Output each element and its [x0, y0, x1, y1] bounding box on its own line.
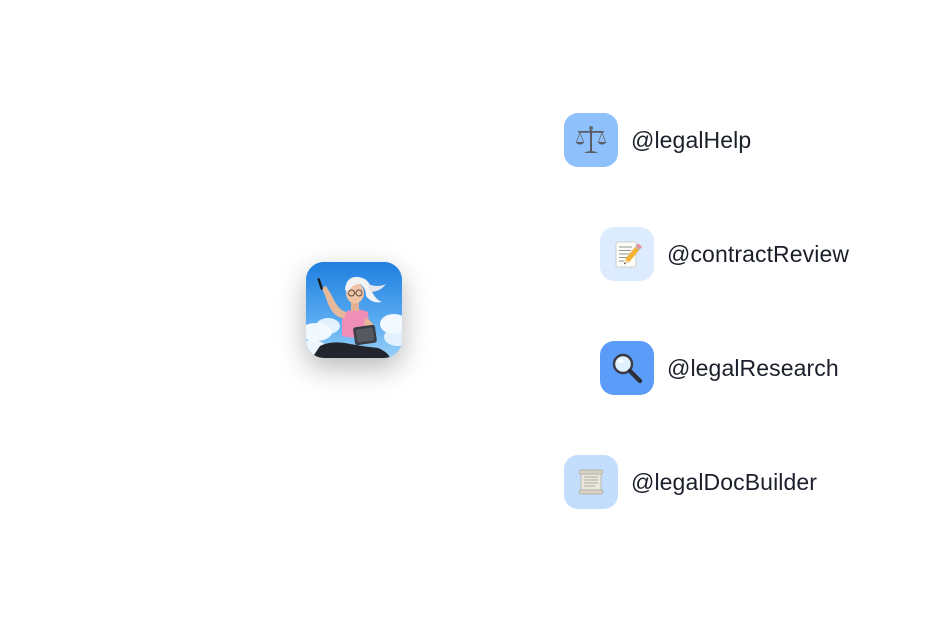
agent-legal-help[interactable]: @legalHelp	[564, 113, 751, 167]
user-avatar	[306, 262, 402, 358]
scales-icon	[575, 126, 607, 153]
agent-legal-help-icon-tile	[564, 113, 618, 167]
scroll-icon	[578, 469, 604, 495]
agent-contract-review-handle: @contractReview	[667, 240, 850, 267]
agent-legal-doc-builder[interactable]: @legalDocBuilder	[564, 455, 817, 509]
agent-legal-doc-builder-handle: @legalDocBuilder	[631, 468, 818, 495]
agent-contract-review-icon-tile	[600, 227, 654, 281]
agent-legal-research-handle: @legalResearch	[667, 354, 839, 381]
agent-legal-doc-builder-icon-tile	[564, 455, 618, 509]
memo-pencil-icon	[615, 241, 642, 268]
agent-contract-review[interactable]: @contractReview	[600, 227, 849, 281]
avatar-illustration	[306, 262, 402, 358]
agent-legal-research[interactable]: @legalResearch	[600, 341, 839, 395]
magnifier-icon	[612, 353, 643, 384]
agent-legal-help-handle: @legalHelp	[631, 126, 752, 153]
agent-legal-research-icon-tile	[600, 341, 654, 395]
